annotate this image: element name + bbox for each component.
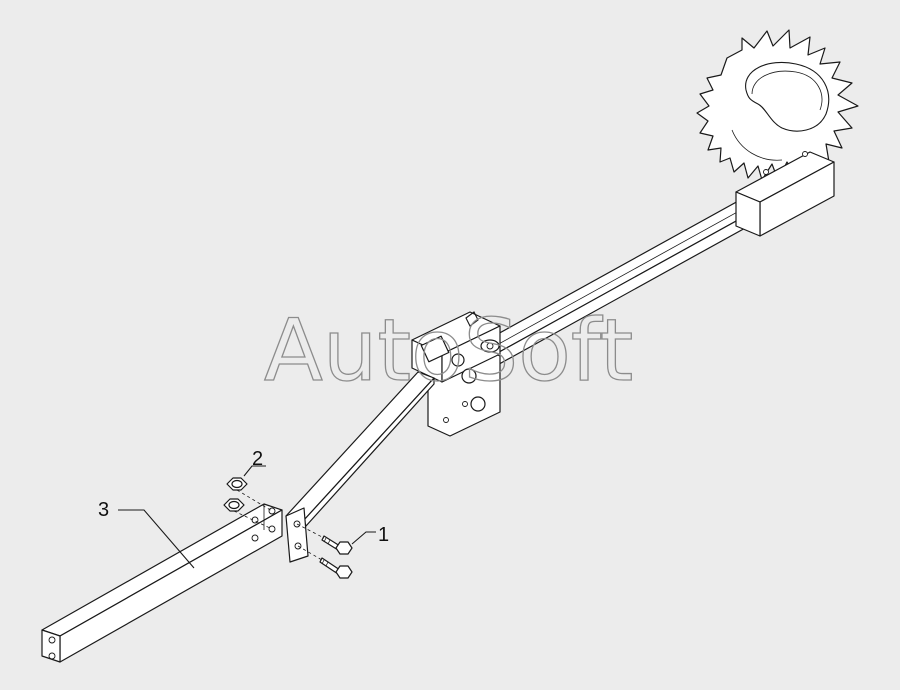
bracket-nut [461,368,477,384]
watermark-text: AutoSoft [264,301,633,401]
nut-part-2 [223,477,248,512]
callout-3: 3 [98,499,109,521]
leader-lines [118,465,376,569]
flat-bar-part-3 [41,503,283,663]
bracket-slot [420,335,450,363]
disc-cutout [745,62,830,132]
callout-1: 1 [378,524,389,546]
serrated-disc [696,29,859,181]
bolt-part-1 [319,535,353,579]
bracket-bolt-head [451,353,465,367]
assembly-lines [233,489,325,561]
callout-2: 2 [252,448,263,470]
arm-plate [285,507,309,563]
beam-end-block [735,151,835,237]
mounting-bracket [411,311,501,437]
bracket-nut-lower [470,396,486,412]
